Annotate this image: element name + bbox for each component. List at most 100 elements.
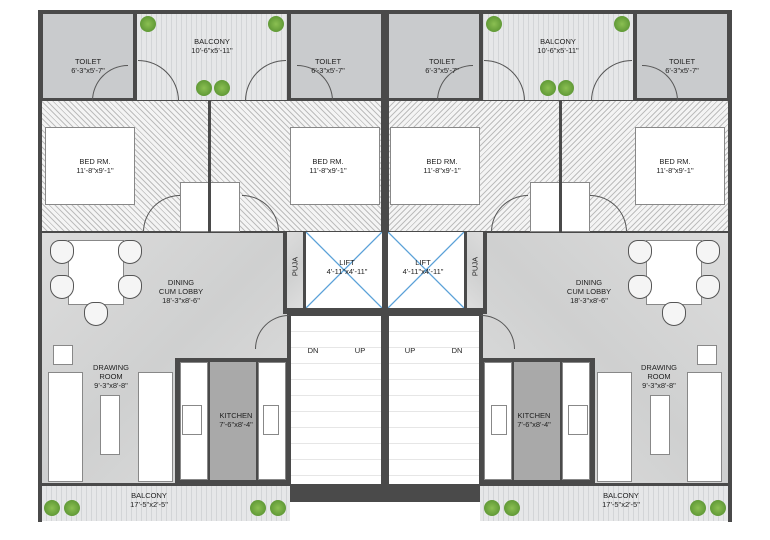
balcony-bottom	[42, 486, 290, 521]
chair	[118, 240, 142, 264]
partition	[208, 100, 211, 232]
puja-label-name: PUJA	[470, 256, 480, 277]
stairs-up-label: UP	[354, 346, 366, 355]
chair	[118, 275, 142, 299]
chair	[696, 275, 720, 299]
lift-wall	[464, 232, 467, 310]
chair	[628, 240, 652, 264]
balcony-top-label-dimensions: 10'-6"x5'-11"	[537, 46, 579, 55]
toilet-a-label-name: TOILET	[668, 57, 696, 66]
chair	[662, 302, 686, 326]
balcony-top-label-dimensions: 10'-6"x5'-11"	[191, 46, 233, 55]
toilet-a-label-name: TOILET	[74, 57, 102, 66]
stairs-down-label: DN	[451, 346, 463, 355]
balcony-rail	[38, 500, 42, 522]
sink	[491, 405, 507, 435]
lift-sill	[283, 308, 318, 314]
puja-wall	[483, 232, 487, 312]
plant-icon	[540, 80, 556, 96]
kitchen-floor	[210, 362, 256, 480]
puja-label-name: PUJA	[290, 256, 300, 277]
lift	[306, 232, 382, 308]
bed-a-label: BED RM.11'-8"x9'-1"	[656, 157, 693, 175]
partition	[633, 12, 637, 100]
plant-icon	[710, 500, 726, 516]
lift-sill	[452, 308, 487, 314]
lift-wall	[303, 232, 306, 310]
bed-a-label-dimensions: 11'-8"x9'-1"	[76, 166, 114, 175]
partition	[287, 12, 291, 100]
balcony-bottom-label-name: BALCONY	[603, 491, 639, 500]
dining-label-name: DINING CUM LOBBY	[566, 278, 612, 296]
toilet-b-label-name: TOILET	[314, 57, 342, 66]
plant-icon	[486, 16, 502, 32]
bed-b-label-name: BED RM.	[312, 157, 344, 166]
plant-icon	[484, 500, 500, 516]
toilet-a-label-dimensions: 6'-3"x5'-7"	[665, 66, 699, 75]
kitchen-label-dimensions: 7'-6"x8'-4"	[517, 420, 551, 429]
coffee-table	[100, 395, 120, 455]
kitchen-label-name: KITCHEN	[219, 411, 253, 420]
plant-icon	[614, 16, 630, 32]
hob	[568, 405, 588, 435]
dining-label-dimensions: 18'-3"x8'-6"	[162, 296, 200, 305]
sink	[263, 405, 279, 435]
drawing-label-dimensions: 9'-3"x8'-8"	[94, 381, 128, 390]
toilet-b-label-name: TOILET	[428, 57, 456, 66]
chair	[628, 275, 652, 299]
coffee-table	[650, 395, 670, 455]
bed-a-label-name: BED RM.	[659, 157, 691, 166]
stairs-down-label: DN	[307, 346, 319, 355]
sofa	[597, 372, 632, 482]
bed-b-label-dimensions: 11'-8"x9'-1"	[309, 166, 347, 175]
puja-label: PUJA	[291, 257, 300, 276]
dining-table	[68, 240, 124, 305]
chair	[84, 302, 108, 326]
toilet-b-label-dimensions: 6'-3"x5'-7"	[311, 66, 345, 75]
balcony-rail	[728, 500, 732, 522]
drawing-label-dimensions: 9'-3"x8'-8"	[642, 381, 676, 390]
partition	[479, 12, 483, 100]
dining-table	[646, 240, 702, 305]
staircase	[291, 316, 381, 484]
plant-icon	[270, 500, 286, 516]
plant-icon	[64, 500, 80, 516]
chair	[696, 240, 720, 264]
chair	[50, 240, 74, 264]
bed-b-label-dimensions: 11'-8"x9'-1"	[423, 166, 461, 175]
balcony-top-label-name: BALCONY	[540, 37, 576, 46]
drawing-label-name: DRAWING ROOM	[641, 363, 677, 381]
lift-label-dimensions: 4'-11"x4'-11"	[402, 267, 444, 276]
plant-icon	[504, 500, 520, 516]
balcony-bottom-label-dimensions: 17'-5"x2'-5"	[602, 500, 640, 509]
bed	[45, 127, 135, 205]
lift-label-name: LIFT	[339, 258, 355, 267]
sofa	[138, 372, 173, 482]
plant-icon	[558, 80, 574, 96]
bed	[290, 127, 380, 205]
puja-label: PUJA	[471, 257, 480, 276]
bed-a-label-dimensions: 11'-8"x9'-1"	[656, 166, 694, 175]
sofa	[687, 372, 722, 482]
plant-icon	[196, 80, 212, 96]
dining-label-dimensions: 18'-3"x8'-6"	[570, 296, 608, 305]
chair	[50, 275, 74, 299]
bed-a-label-name: BED RM.	[79, 157, 111, 166]
lift-label-name: LIFT	[415, 258, 431, 267]
plant-icon	[250, 500, 266, 516]
drawing-label-name: DRAWING ROOM	[93, 363, 129, 381]
